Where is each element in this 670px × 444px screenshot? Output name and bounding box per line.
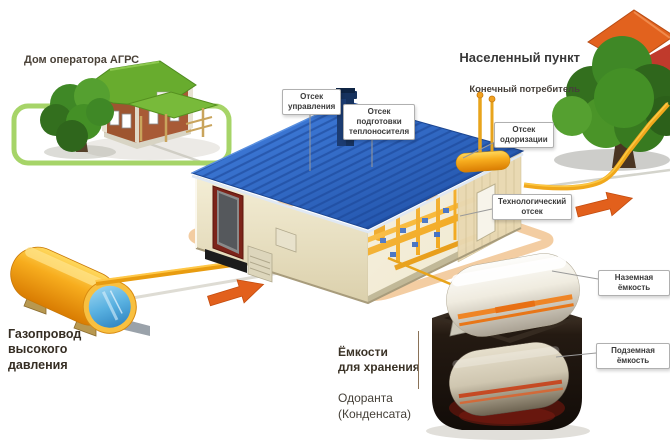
outgoing-pipe bbox=[523, 101, 670, 191]
settlement-tree bbox=[552, 36, 670, 171]
gas-flow-arrow-out bbox=[575, 191, 634, 218]
pipeline-label: Газопровод высокого давления bbox=[8, 327, 82, 372]
settlement-title: Населенный пункт bbox=[459, 50, 580, 65]
storage-tanks-label: Ёмкости для хранения Одоранта (Конденсат… bbox=[338, 329, 420, 438]
settlement-subtitle: Конечный потребитель bbox=[469, 83, 580, 95]
callout-above-ground-tank: Наземная ёмкость bbox=[598, 270, 670, 296]
roof-gas-vessel bbox=[455, 150, 511, 173]
callout-technological-compartment: Технологический отсек bbox=[492, 194, 573, 220]
storage-label-regular: Одоранта (Конденсата) bbox=[338, 391, 412, 421]
storage-label-divider bbox=[418, 331, 419, 389]
settlement-label: Населенный пункт Конечный потребитель bbox=[430, 33, 580, 113]
operator-tree bbox=[40, 78, 116, 159]
callout-leader-lines bbox=[309, 108, 599, 358]
callout-odorization-compartment: Отсек одоризации bbox=[494, 122, 554, 148]
above-ground-tank bbox=[446, 253, 580, 337]
operator-house-label: Дом оператора АГРС bbox=[24, 54, 140, 66]
station-roof bbox=[190, 100, 525, 234]
underground-tank bbox=[449, 341, 569, 417]
callout-control-compartment: Отсек управления bbox=[282, 89, 342, 115]
gas-flow-arrow-in bbox=[207, 279, 265, 307]
odorant-storage-tanks bbox=[387, 253, 590, 440]
callout-underground-tank: Подземная ёмкость bbox=[596, 343, 670, 369]
storage-label-bold: Ёмкости для хранения bbox=[338, 344, 420, 375]
callout-heat-prep-compartment: Отсек подготовки теплоносителя bbox=[343, 104, 416, 140]
high-pressure-pipeline bbox=[10, 246, 150, 337]
